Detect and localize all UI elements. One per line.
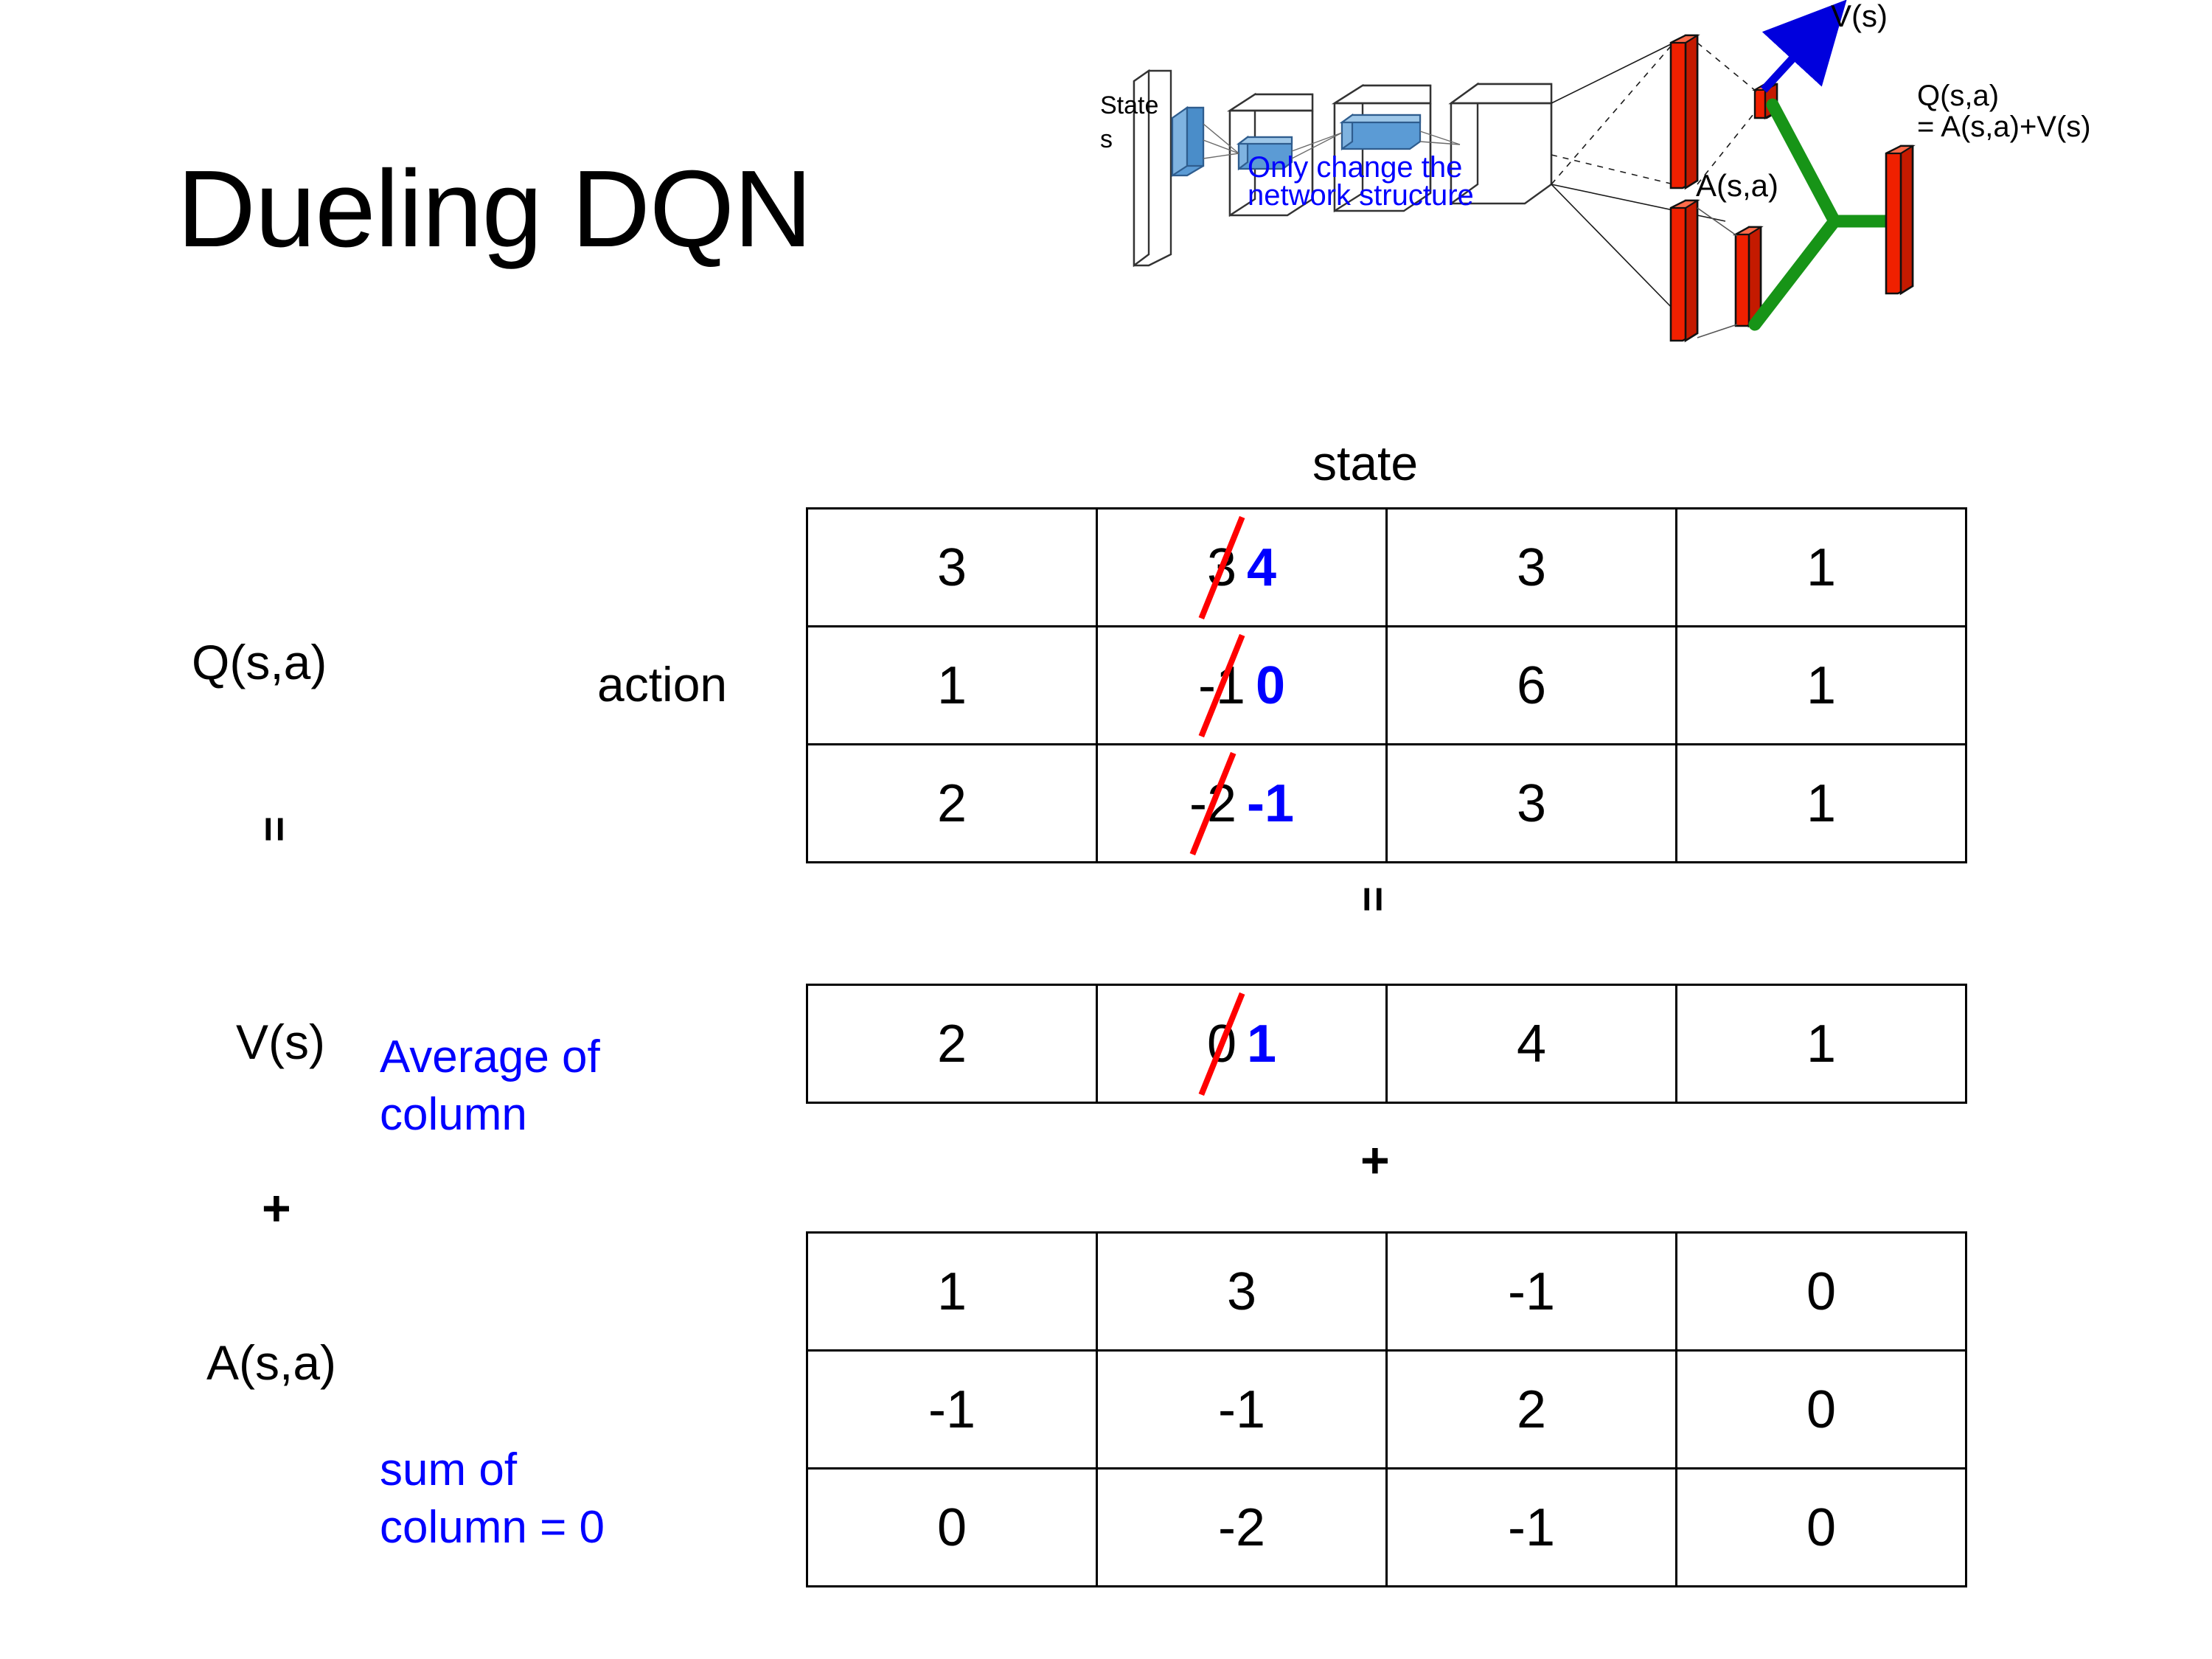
table-cell[interactable]: 1 bbox=[1675, 743, 1967, 863]
table-cell[interactable]: 0 bbox=[1675, 1349, 1967, 1470]
table-cell[interactable]: -1 bbox=[1385, 1467, 1677, 1587]
sum-of-column-note: sum of column = 0 bbox=[380, 1441, 763, 1556]
average-of-column-line1: Average of bbox=[380, 1032, 600, 1082]
table-cell[interactable]: -1 bbox=[1385, 1231, 1677, 1352]
plus-sign-center: + bbox=[1360, 1133, 1390, 1189]
table-cell[interactable]: -2 bbox=[1096, 1467, 1388, 1587]
page-title: Dueling DQN bbox=[177, 148, 813, 270]
diagram-note-line2: network structure bbox=[1248, 179, 1474, 212]
sum-of-column-line1: sum of bbox=[380, 1444, 518, 1495]
dueling-network-diagram: State s Only change the network structur… bbox=[1091, 0, 2212, 413]
table-cell[interactable]: 2 bbox=[806, 743, 1098, 863]
plus-sign-left: + bbox=[262, 1180, 291, 1237]
average-of-column-line2: column bbox=[380, 1088, 527, 1140]
sum-of-column-line2: column = 0 bbox=[380, 1501, 605, 1553]
table-cell[interactable]: -1 bbox=[1096, 1349, 1388, 1470]
diagram-state-label-line1: State bbox=[1100, 91, 1159, 119]
diagram-v-output-label: V(s) bbox=[1831, 0, 1888, 33]
table-cell[interactable]: 1 bbox=[806, 625, 1098, 745]
table-cell[interactable]: 0 bbox=[806, 1467, 1098, 1587]
table-cell[interactable]: 3 bbox=[1096, 1231, 1388, 1352]
v-function-label: V(s) bbox=[236, 1015, 325, 1069]
table-cell[interactable]: 2 bbox=[806, 984, 1098, 1104]
diagram-note-line1: Only change the bbox=[1248, 151, 1463, 184]
diagram-q-output-label-line1: Q(s,a) bbox=[1917, 80, 2000, 112]
crossed-out-value: 3 bbox=[1206, 538, 1237, 597]
q-function-label: Q(s,a) bbox=[192, 635, 327, 689]
crossed-out-value: -1 bbox=[1197, 655, 1245, 715]
equals-sign-left: = bbox=[250, 815, 300, 843]
edited-cell: -2-1 bbox=[1189, 773, 1294, 834]
table-cell[interactable]: 0 bbox=[1675, 1467, 1967, 1587]
crossed-out-value: -2 bbox=[1189, 773, 1237, 833]
action-axis-label: action bbox=[597, 657, 728, 712]
diagram-a-output-label: A(s,a) bbox=[1696, 168, 1779, 203]
table-cell[interactable]: 6 bbox=[1385, 625, 1677, 745]
updated-value: 1 bbox=[1247, 1014, 1277, 1074]
table-cell[interactable]: 3 bbox=[806, 507, 1098, 627]
a-function-label: A(s,a) bbox=[206, 1335, 337, 1390]
table-cell[interactable]: 2 bbox=[1385, 1349, 1677, 1470]
table-cell[interactable]: 1 bbox=[1675, 984, 1967, 1104]
table-cell[interactable]: 3 bbox=[1385, 507, 1677, 627]
table-cell[interactable]: -2-1 bbox=[1096, 743, 1388, 863]
diagram-state-label-line2: s bbox=[1100, 125, 1113, 153]
table-cell[interactable]: 1 bbox=[1675, 625, 1967, 745]
updated-value: 4 bbox=[1247, 538, 1277, 597]
crossed-out-value: 0 bbox=[1206, 1014, 1237, 1074]
diagram-q-output-label-line2: = A(s,a)+V(s) bbox=[1917, 111, 2091, 143]
average-of-column-note: Average of column bbox=[380, 1029, 726, 1143]
table-cell[interactable]: -1 bbox=[806, 1349, 1098, 1470]
table-cell[interactable]: 3 bbox=[1385, 743, 1677, 863]
table-cell[interactable]: 1 bbox=[1675, 507, 1967, 627]
table-cell[interactable]: 4 bbox=[1385, 984, 1677, 1104]
table-cell[interactable]: 1 bbox=[806, 1231, 1098, 1352]
updated-value: -1 bbox=[1247, 773, 1295, 833]
equals-sign-center: = bbox=[1349, 886, 1399, 913]
updated-value: 0 bbox=[1255, 655, 1286, 715]
table-cell[interactable]: 0 bbox=[1675, 1231, 1967, 1352]
state-axis-label: state bbox=[1312, 436, 1419, 490]
